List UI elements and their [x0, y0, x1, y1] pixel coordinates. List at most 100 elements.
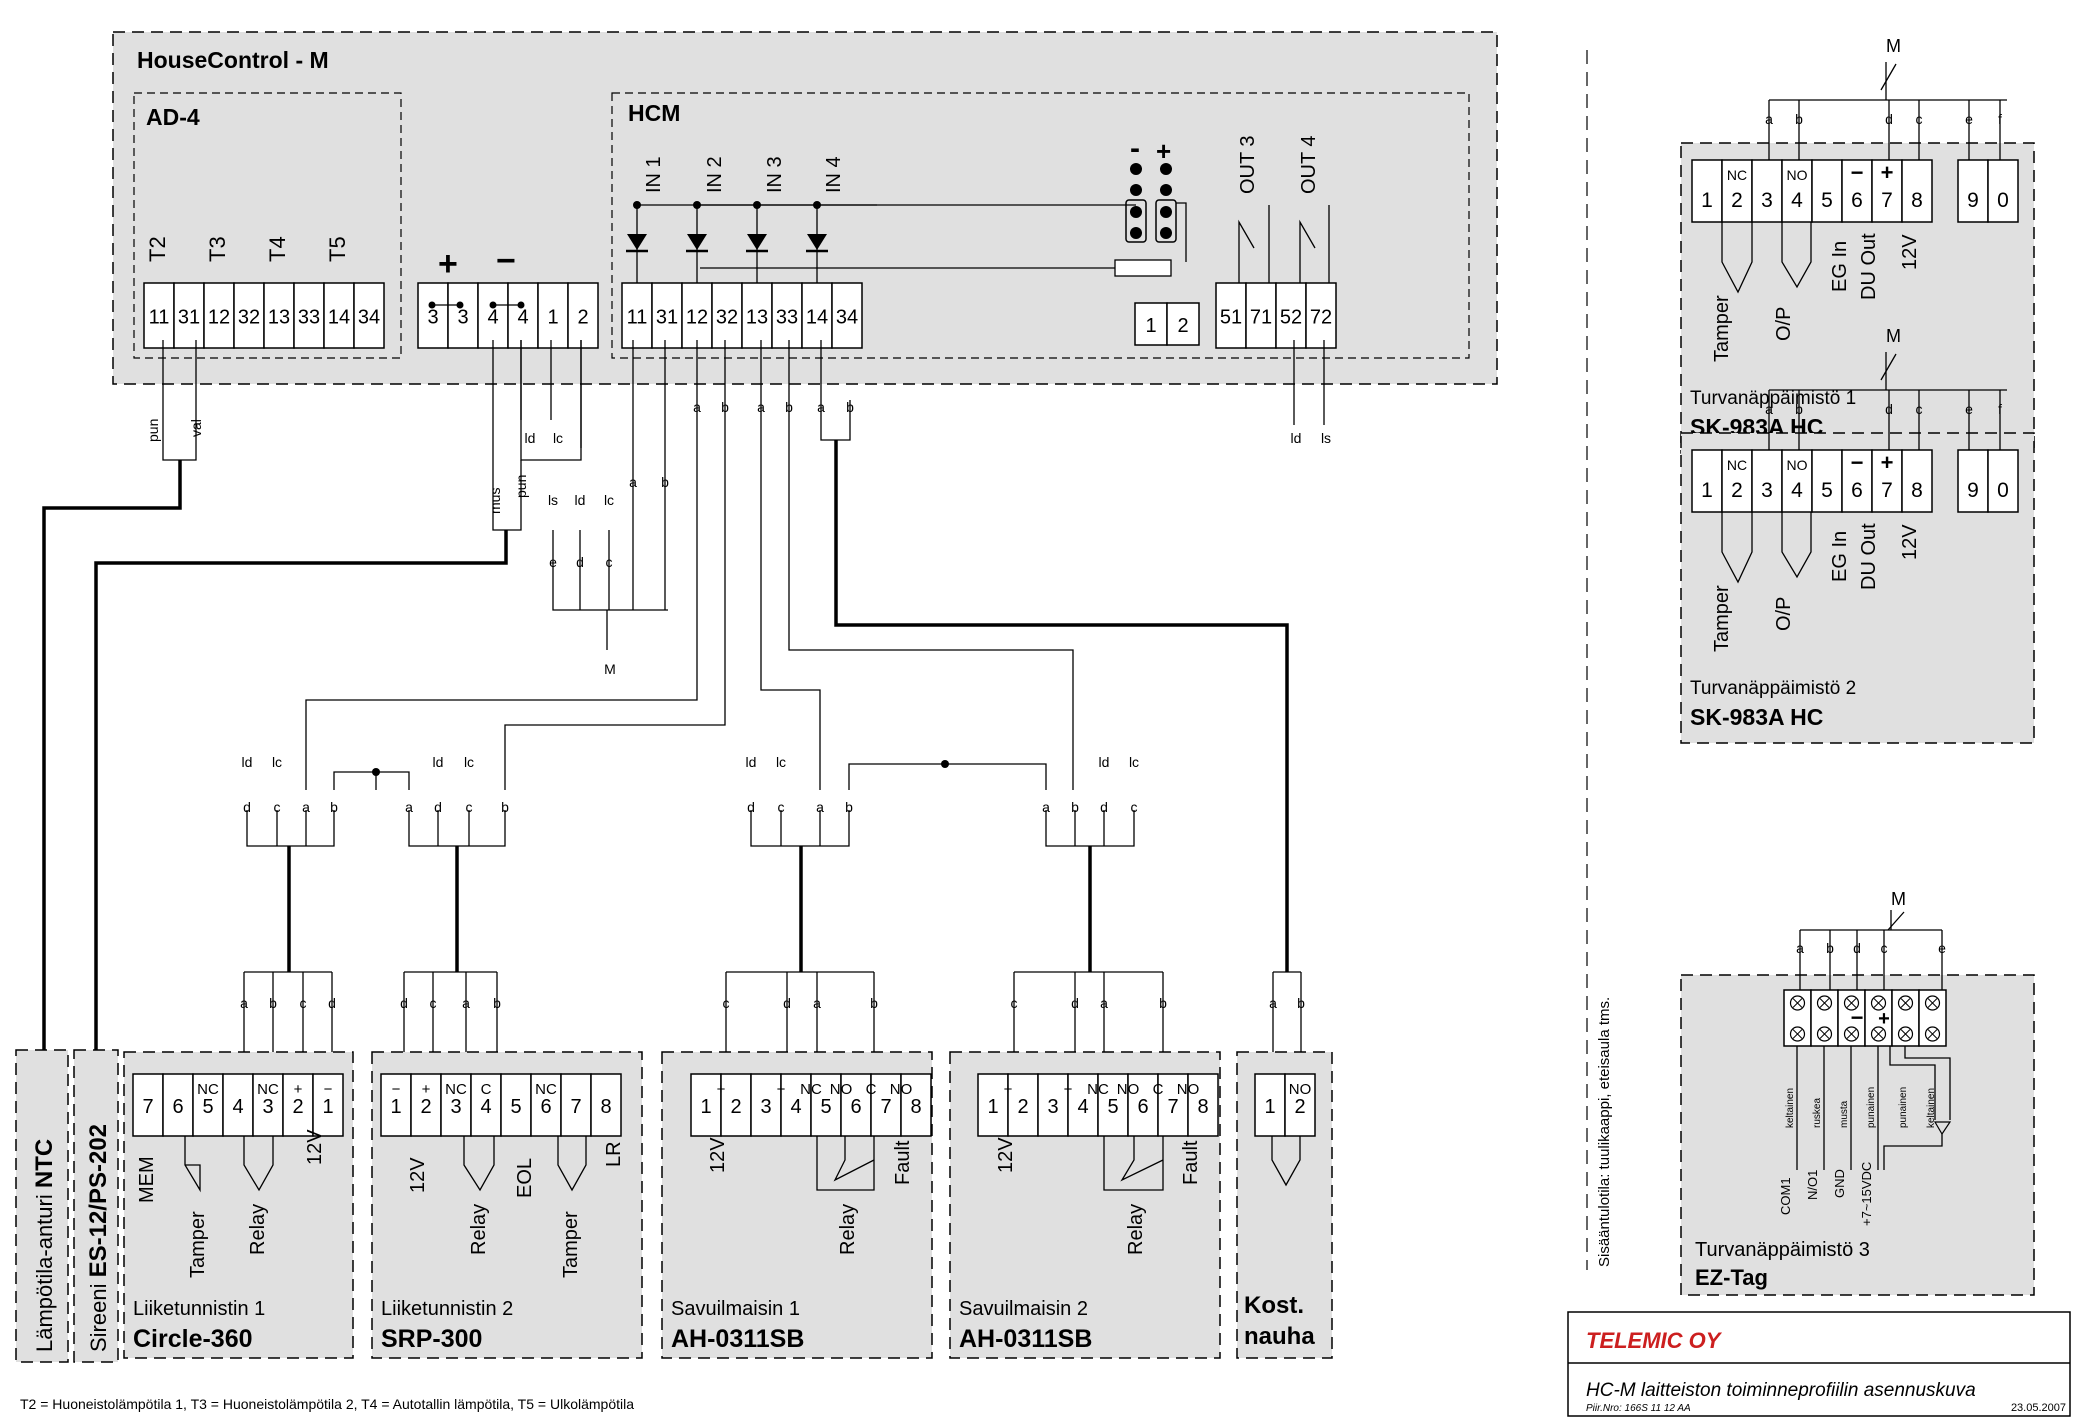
terminal-top-label: NO: [1787, 167, 1808, 183]
ad4-terminal: [353, 282, 385, 349]
m2-lr-label: LR: [603, 1141, 625, 1167]
k1-terminal-label: 3: [1761, 189, 1773, 212]
aux-terminal: [1166, 302, 1200, 346]
m2-model: SRP-300: [381, 1325, 482, 1353]
hcm-terminal: [741, 282, 773, 349]
power-terminal-label: 1: [547, 307, 558, 329]
jumper-minus-label: -: [1130, 132, 1140, 165]
input-diodes: [626, 201, 1136, 283]
m1-12v-label: 12V: [304, 1129, 326, 1165]
k1-terminal: [1721, 159, 1753, 223]
m1-terminal-label: 3: [262, 1096, 273, 1118]
wire-label: c: [274, 799, 281, 815]
wire-label: ld: [1099, 754, 1110, 770]
s2-12v-label: 12V: [995, 1137, 1017, 1173]
m1-terminal-label: 4: [232, 1096, 243, 1118]
k1-caption: Turvanäppäimistö 1: [1690, 388, 1856, 409]
m1-model: Circle-360: [133, 1325, 253, 1353]
k3-caption: Turvanäppäimistö 3: [1695, 1239, 1870, 1261]
terminal-top-label: +: [422, 1081, 431, 1098]
wire-label: M: [1886, 326, 1901, 346]
wire-label: d: [1853, 940, 1861, 956]
k3-pin-label: +7~15VDC: [1859, 1162, 1874, 1226]
wire-label: b: [846, 399, 854, 415]
k2-terminal: [1721, 449, 1753, 513]
k1-pin-label: DU Out: [1858, 233, 1880, 300]
wire-label: a: [816, 799, 824, 815]
s1-terminal: [900, 1073, 932, 1137]
wire-label: a: [240, 995, 248, 1011]
s2-fault-label: Fault: [1180, 1140, 1202, 1185]
m2-terminal-label: 3: [450, 1096, 461, 1118]
aux-terminal-label: 2: [1177, 315, 1188, 337]
ad4-terminal-label: 11: [149, 307, 170, 329]
terminal-top-label: −: [1064, 1081, 1073, 1098]
s1-12v-label: 12V: [707, 1137, 729, 1173]
terminal-top-label: NC: [1727, 457, 1747, 473]
hcm-terminal-label: 11: [627, 307, 648, 329]
terminal-top-label: NO: [1289, 1081, 1312, 1098]
wire-label: ld: [746, 754, 757, 770]
wire-label: ls: [548, 492, 558, 508]
wire-label: a: [1765, 401, 1773, 417]
s1-caption: Savuilmaisin 1: [671, 1298, 800, 1320]
s1-terminal: [840, 1073, 872, 1137]
jumper-plus-label: +: [1156, 136, 1171, 166]
wire-label: d: [1071, 995, 1079, 1011]
drawing-date: 23.05.2007: [2011, 1402, 2066, 1414]
k3-wire-color: musta: [1839, 1100, 1850, 1128]
wire-label: b: [1795, 111, 1803, 127]
power-terminal-label: 2: [577, 307, 588, 329]
k1-terminal-label: 1: [1701, 189, 1713, 212]
in3-label: IN 3: [764, 156, 786, 193]
s1-model: AH-0311SB: [671, 1325, 804, 1353]
wire-label: b: [330, 799, 338, 815]
m1-terminal: [192, 1073, 224, 1137]
k3-pin-label: COM1: [1778, 1177, 1793, 1215]
m1-tamper-label: Tamper: [187, 1211, 209, 1278]
k2-terminal-label: 9: [1967, 479, 1979, 502]
hcm-terminal-label: 32: [716, 307, 738, 329]
m2-terminal-label: 8: [600, 1096, 611, 1118]
k1-terminal-label: 6: [1851, 189, 1863, 212]
m1-terminal: [252, 1073, 284, 1137]
wire-label: c: [778, 799, 785, 815]
entry-zone-note: Sisääntulotila: tuulikaappi, eteisaula t…: [1596, 997, 1613, 1267]
s1-terminal-label: 1: [700, 1096, 711, 1118]
moist-terminal-label: 1: [1264, 1096, 1275, 1118]
out-terminal-label: 72: [1310, 307, 1332, 329]
ad4-terminal: [323, 282, 355, 349]
power-terminal: [537, 282, 569, 349]
wire-label: lc: [272, 754, 282, 770]
k1-terminal-label: 5: [1821, 189, 1833, 212]
out-terminal: [1305, 282, 1337, 349]
wire-label: c: [1916, 401, 1923, 417]
s1-fault-label: Fault: [892, 1140, 914, 1185]
k3-wire-color: punainen: [1898, 1087, 1909, 1128]
wire-label: c: [606, 554, 613, 570]
m1-terminal-label: 2: [292, 1096, 303, 1118]
wire-label: c: [466, 799, 473, 815]
m2-terminal-label: 6: [540, 1096, 551, 1118]
k1-terminal: [1871, 159, 1903, 223]
terminal-top-label: −: [1851, 160, 1864, 185]
wire-label: c: [430, 995, 437, 1011]
hcm-terminal-label: 33: [776, 307, 798, 329]
s1-terminal: [870, 1073, 902, 1137]
wire-label: c: [723, 995, 730, 1011]
hcm-terminal: [621, 282, 653, 349]
m2-terminal: [380, 1073, 412, 1137]
wire-label: mus: [487, 488, 503, 514]
wire-label: pun: [145, 419, 161, 442]
terminal-top-label: NO: [1177, 1081, 1200, 1098]
m1-mem-label: MEM: [136, 1156, 158, 1203]
k2-terminal: [1781, 449, 1813, 513]
wire-label: ld: [433, 754, 444, 770]
